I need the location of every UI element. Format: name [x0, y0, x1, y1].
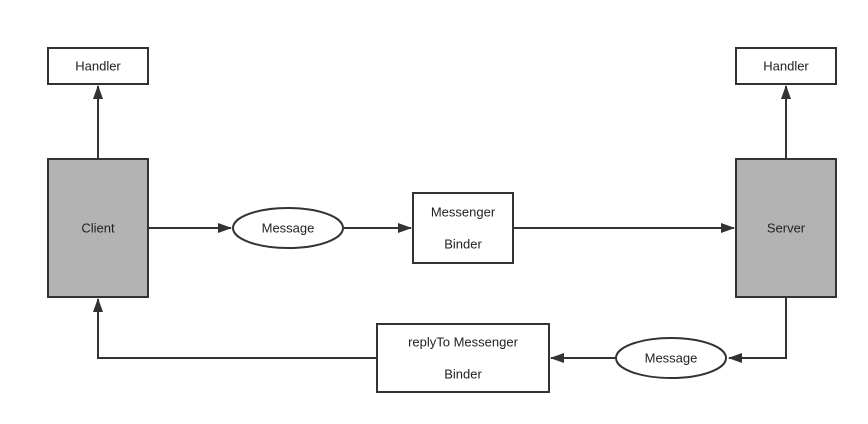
handler-right-node: Handler [735, 47, 837, 85]
client-label: Client [81, 221, 115, 236]
reply-binder-node: replyTo Messenger Binder [376, 323, 550, 393]
reply-binder-label-line2: Binder [444, 367, 482, 382]
message-bottom-label: Message [645, 351, 698, 366]
server-label: Server [767, 221, 806, 236]
handler-left-label: Handler [75, 59, 121, 74]
message-top-label: Message [262, 221, 315, 236]
message-top-node: Message [232, 207, 344, 249]
handler-right-label: Handler [763, 59, 809, 74]
edge-server-to-message [728, 298, 787, 363]
messenger-binder-label-line1: Messenger [431, 205, 496, 220]
handler-left-node: Handler [47, 47, 149, 85]
message-bottom-node: Message [615, 337, 727, 379]
messenger-binder-node: Messenger Binder [412, 192, 514, 264]
client-node: Client [47, 158, 149, 298]
reply-binder-label-line1: replyTo Messenger [408, 335, 518, 350]
edge-reply-binder-to-client [93, 298, 376, 359]
server-node: Server [735, 158, 837, 298]
messenger-binder-label-line2: Binder [444, 237, 482, 252]
edges [93, 85, 791, 363]
